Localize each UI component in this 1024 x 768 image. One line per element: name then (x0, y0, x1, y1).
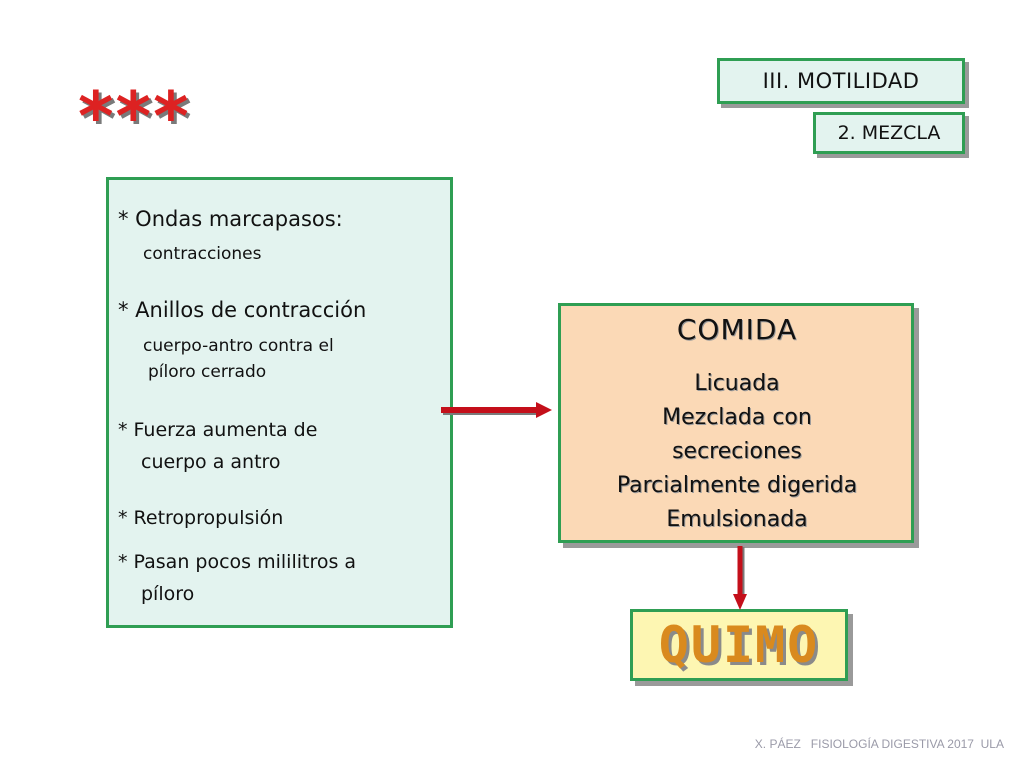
result-label: QUIMO (658, 616, 820, 674)
stars-emphasis: *** (78, 78, 191, 157)
list-item-line: píloro (141, 583, 195, 605)
food-line: Emulsionada (666, 507, 808, 532)
food-panel (558, 303, 914, 543)
right-arrow-icon (441, 402, 552, 418)
list-item-line: * Fuerza aumenta de (118, 419, 318, 441)
food-panel-title: COMIDA (676, 313, 798, 346)
list-item-detail: contracciones (143, 244, 262, 264)
mixing-mechanisms-panel (106, 177, 453, 628)
list-item-line: * Retropropulsión (118, 507, 284, 529)
footer-credit: X. PÁEZ FISIOLOGÍA DIGESTIVA 2017 ULA (754, 737, 1004, 751)
food-line: Parcialmente digerida (616, 473, 858, 498)
list-item-line: cuerpo a antro (141, 451, 281, 473)
result-panel: QUIMO (630, 609, 848, 681)
food-line: Licuada (694, 371, 780, 396)
down-arrow-icon (733, 546, 747, 610)
list-item-detail: píloro cerrado (148, 362, 267, 382)
section-tag: III. MOTILIDAD (717, 58, 965, 104)
list-item-title: * Anillos de contracción (118, 298, 367, 322)
list-item-line: * Pasan pocos mililitros a (118, 551, 357, 573)
list-item-title: * Ondas marcapasos: (118, 207, 343, 231)
subsection-tag-label: 2. MEZCLA (837, 122, 941, 144)
food-line: Mezclada con (662, 405, 812, 430)
subsection-tag: 2. MEZCLA (813, 112, 965, 154)
food-line: secreciones (672, 439, 802, 464)
list-item-detail: cuerpo-antro contra el (143, 336, 334, 356)
section-tag-label: III. MOTILIDAD (762, 69, 920, 93)
